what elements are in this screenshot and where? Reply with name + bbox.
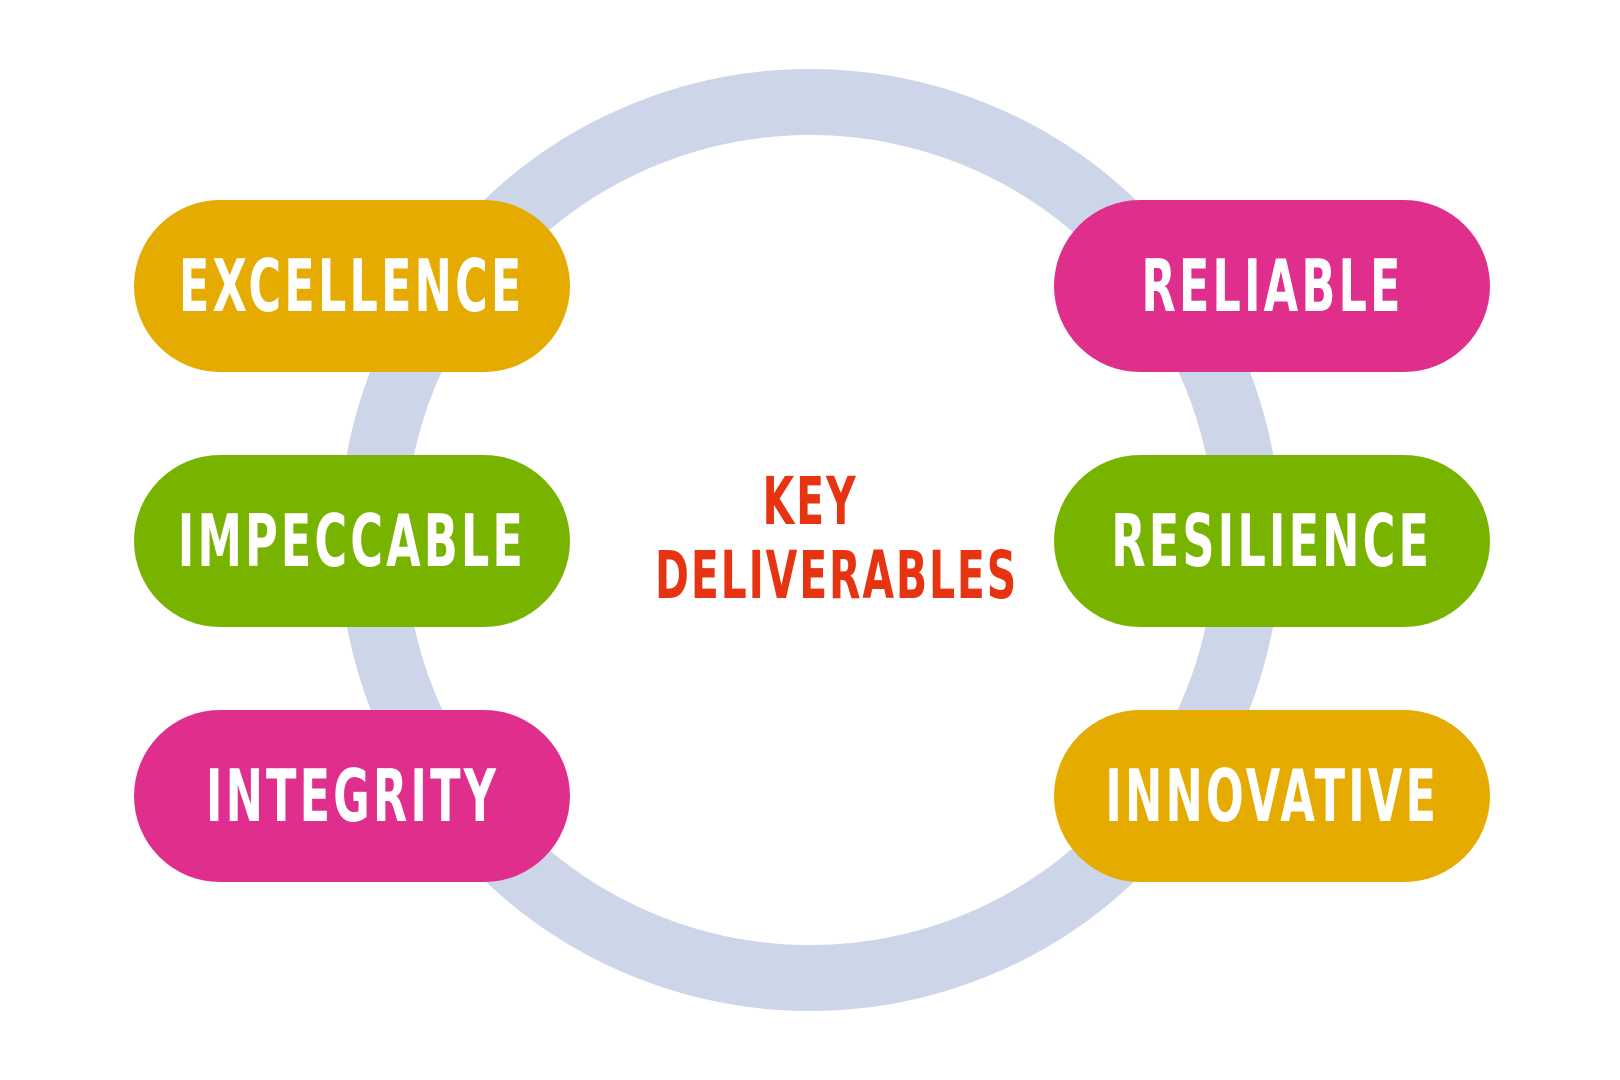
pill-innovative: INNOVATIVE xyxy=(1054,710,1490,882)
pill-excellence: EXCELLENCE xyxy=(134,200,570,372)
pill-label-excellence: EXCELLENCE xyxy=(179,244,525,328)
pill-resilience: RESILIENCE xyxy=(1054,455,1490,627)
pill-impeccable: IMPECCABLE xyxy=(134,455,570,627)
pill-label-resilience: RESILIENCE xyxy=(1111,499,1433,583)
title-line-deliverables: DELIVERABLES xyxy=(655,537,1019,614)
title-line-key: KEY xyxy=(762,463,858,540)
pill-label-impeccable: IMPECCABLE xyxy=(177,499,527,583)
pill-label-innovative: INNOVATIVE xyxy=(1105,754,1439,838)
pill-label-reliable: RELIABLE xyxy=(1140,244,1404,328)
center-title: KEY DELIVERABLES xyxy=(655,463,1019,614)
pill-integrity: INTEGRITY xyxy=(134,710,570,882)
pill-label-integrity: INTEGRITY xyxy=(205,754,499,838)
pill-reliable: RELIABLE xyxy=(1054,200,1490,372)
